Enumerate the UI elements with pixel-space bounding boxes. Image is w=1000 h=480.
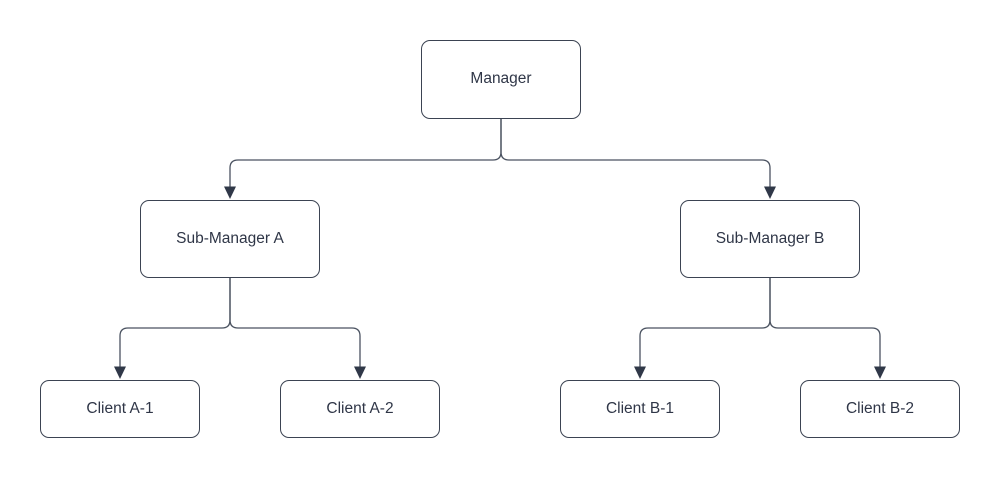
node-client-b1[interactable]: Client B-1	[560, 380, 720, 438]
edge-sub-a-client-a2	[229, 278, 361, 367]
node-client-a1[interactable]: Client A-1	[40, 380, 200, 438]
edge-sub-b-client-b2	[769, 278, 881, 367]
node-client-b2-label: Client B-2	[845, 399, 915, 417]
node-client-b1-label: Client B-1	[605, 399, 675, 417]
node-manager[interactable]: Manager	[421, 40, 581, 119]
arrowhead-client-b2	[874, 366, 886, 379]
edge-sub-a-client-a1	[119, 278, 231, 367]
arrowhead-sub-b	[764, 186, 776, 199]
node-client-a2[interactable]: Client A-2	[280, 380, 440, 438]
arrowhead-client-a2	[354, 366, 366, 379]
edge-manager-sub-a	[229, 119, 502, 187]
node-client-a1-label: Client A-1	[86, 399, 154, 417]
edge-sub-b-client-b1	[639, 278, 771, 367]
arrowhead-client-a1	[114, 366, 126, 379]
arrowhead-client-b1	[634, 366, 646, 379]
node-sub-manager-a-label: Sub-Manager A	[176, 229, 284, 247]
node-sub-manager-b[interactable]: Sub-Manager B	[680, 200, 860, 278]
edge-manager-sub-b	[500, 119, 771, 187]
arrowhead-sub-a	[224, 186, 236, 199]
node-manager-label: Manager	[470, 70, 532, 88]
node-client-b2[interactable]: Client B-2	[800, 380, 960, 438]
node-client-a2-label: Client A-2	[326, 399, 394, 417]
node-sub-manager-a[interactable]: Sub-Manager A	[140, 200, 320, 278]
node-sub-manager-b-label: Sub-Manager B	[715, 229, 825, 247]
